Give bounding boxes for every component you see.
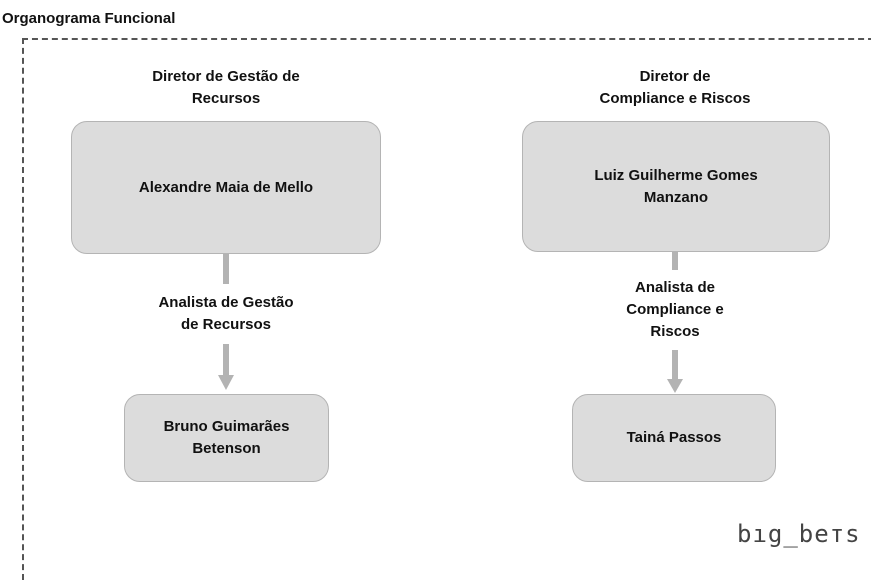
left-analyst-role: Analista de Gestão de Recursos — [116, 292, 336, 336]
right-director-box: Luiz Guilherme Gomes Manzano — [522, 121, 830, 252]
right-analyst-box: Tainá Passos — [572, 394, 776, 482]
left-analyst-name-line-1: Bruno Guimarães — [163, 418, 290, 435]
left-analyst-role-line-1: Analista de Gestão — [158, 294, 294, 311]
right-analyst-role: Analista de Compliance e Riscos — [595, 277, 755, 343]
arrowhead-right — [667, 379, 683, 393]
left-director-name: Alexandre Maia de Mello — [138, 178, 314, 196]
big-bets-logo: bıg_beтs — [737, 520, 861, 548]
left-analyst-box: Bruno Guimarães Betenson — [124, 394, 329, 482]
left-director-role-line-2: Recursos — [191, 90, 261, 107]
arrowhead-left — [218, 375, 234, 390]
right-analyst-role-line-3: Riscos — [650, 323, 700, 340]
right-analyst-role-line-1: Analista de — [634, 279, 716, 296]
right-director-name-line-1: Luiz Guilherme Gomes — [594, 166, 758, 184]
left-analyst-role-line-2: de Recursos — [180, 316, 272, 333]
right-analyst-role-line-2: Compliance e — [626, 301, 724, 318]
connectors-layer — [218, 252, 683, 393]
right-director-name-line-2: Manzano — [643, 188, 709, 206]
left-director-role-line-1: Diretor de Gestão de — [152, 68, 300, 85]
dashed-frame — [22, 38, 871, 580]
right-director-role-line-1: Diretor de — [639, 68, 711, 85]
left-director-box: Alexandre Maia de Mello — [71, 121, 381, 254]
right-director-role-line-2: Compliance e Riscos — [599, 90, 751, 107]
right-analyst-name: Tainá Passos — [626, 429, 722, 446]
left-analyst-name-line-2: Betenson — [192, 440, 261, 457]
chart-title: Organograma Funcional — [2, 10, 176, 27]
left-director-role: Diretor de Gestão de Recursos — [96, 66, 356, 110]
right-director-role: Diretor de Compliance e Riscos — [560, 66, 790, 110]
